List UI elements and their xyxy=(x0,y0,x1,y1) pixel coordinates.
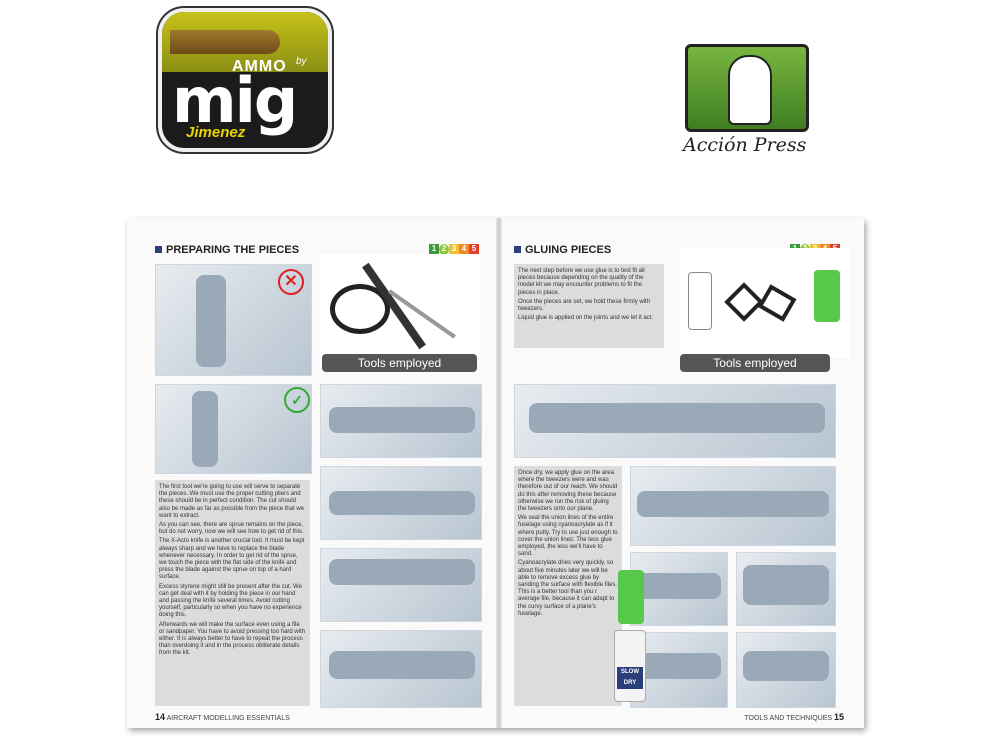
paragraph: Excess styrene might still be present af… xyxy=(159,583,302,619)
level-1: 1 xyxy=(429,244,439,255)
heading-square-icon xyxy=(155,246,162,253)
green-glue-bottle-icon xyxy=(618,570,644,624)
page-heading: GLUING PIECES xyxy=(514,244,611,256)
photo-cutting-sprue: ✕ xyxy=(155,264,312,376)
correct-mark-icon: ✓ xyxy=(284,387,310,413)
paragraph: Afterwards we will make the surface even… xyxy=(159,621,306,657)
photo-cyanoacrylate xyxy=(630,552,728,626)
clamp-icon xyxy=(757,284,797,322)
photo-knife-on-piece xyxy=(320,466,482,540)
photo-glue-tools xyxy=(680,248,850,358)
pliers-icon xyxy=(330,284,390,334)
accion-press-wordmark: Acción Press xyxy=(683,134,807,156)
photo-fuselage-glued xyxy=(514,384,836,458)
logo-green-box xyxy=(685,44,809,132)
paragraph: Cyanoacrylate dries very quickly, so abo… xyxy=(518,560,618,617)
photo-tools xyxy=(320,254,480,364)
tools-employed-label: Tools employed xyxy=(680,354,830,372)
gluing-instructions-text: Once dry, we apply glue on the area wher… xyxy=(514,466,622,706)
photo-fuselage-1 xyxy=(320,384,482,458)
photo-sanding-fuselage xyxy=(630,632,728,708)
instructions-text: The first tool we're going to use will s… xyxy=(155,480,310,706)
jimenez-wordmark: Jimenez xyxy=(186,124,246,141)
page-footer: 14 AIRCRAFT MODELLING ESSENTIALS xyxy=(155,712,290,722)
page-heading: PREPARING THE PIECES xyxy=(155,244,299,256)
photo-union-lines xyxy=(736,552,836,626)
ammo-wordmark: AMMO xyxy=(232,58,287,75)
intro-text: The next step before we use glue is to t… xyxy=(514,264,664,348)
bottle-label: SLOW DRY xyxy=(617,667,643,689)
page-number: 14 xyxy=(155,712,166,722)
footer-text: AIRCRAFT MODELLING ESSENTIALS xyxy=(166,715,290,722)
photo-cutting-correct: ✓ xyxy=(155,384,312,474)
accion-press-logo xyxy=(683,44,809,134)
heading-text: PREPARING THE PIECES xyxy=(166,244,300,256)
photo-file-sprue xyxy=(320,548,482,622)
page-footer: TOOLS AND TECHNIQUES 15 xyxy=(744,712,844,722)
bullet-graphic xyxy=(170,30,280,54)
level-2: 2 xyxy=(439,244,449,255)
photo-flexible-file xyxy=(736,632,836,708)
level-4: 4 xyxy=(459,244,469,255)
clamp-icon xyxy=(724,282,764,322)
photo-tweezers xyxy=(630,466,836,546)
paragraph: Liquid glue is applied on the joints and… xyxy=(518,315,654,322)
mig-wordmark: mig xyxy=(172,64,298,137)
glue-bottle-icon xyxy=(688,272,712,330)
paragraph: The next step before we use glue is to t… xyxy=(518,268,645,296)
tools-employed-label: Tools employed xyxy=(322,354,477,372)
paragraph: The X-Acto knife is another crucial tool… xyxy=(159,538,305,581)
ammo-mig-logo: AMMO by mig Jimenez xyxy=(162,12,328,148)
footer-text: TOOLS AND TECHNIQUES xyxy=(744,715,833,722)
page-number: 15 xyxy=(833,712,844,722)
photo-sanding xyxy=(320,630,482,708)
paragraph: We seal the union lines of the entire fu… xyxy=(518,515,618,558)
heading-text: GLUING PIECES xyxy=(525,244,612,256)
paragraph: Once the pieces are set, we hold these f… xyxy=(518,298,651,313)
liquid-glue-bottle-icon xyxy=(814,270,840,322)
paragraph: The first tool we're going to use will s… xyxy=(159,484,305,519)
heading-square-icon xyxy=(514,246,521,253)
slow-dry-bottle-icon: SLOW DRY xyxy=(614,630,646,702)
paragraph: As you can see, there are sprue remains … xyxy=(159,522,304,536)
by-wordmark: by xyxy=(296,56,307,67)
level-5: 5 xyxy=(469,244,479,255)
paragraph: Once dry, we apply glue on the area wher… xyxy=(518,470,618,513)
wrong-mark-icon: ✕ xyxy=(278,269,304,295)
level-3: 3 xyxy=(449,244,459,255)
horse-icon xyxy=(728,55,772,125)
book-spine xyxy=(496,218,502,728)
